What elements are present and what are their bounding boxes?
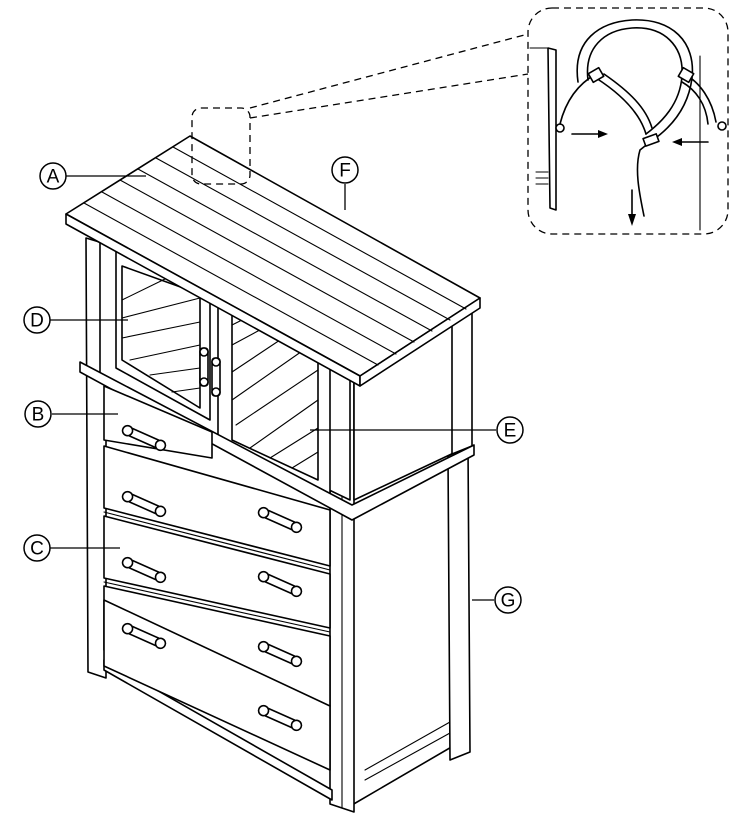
drawer-pull: [121, 490, 167, 518]
detail-leader-upper: [249, 33, 529, 109]
arrow-left-icon: [672, 138, 709, 146]
drawer-pull: [257, 570, 303, 598]
callout-b: B: [24, 400, 52, 428]
rear-leg: [447, 445, 471, 761]
left-door-window: [121, 265, 201, 409]
callout-g-text: G: [501, 591, 516, 612]
callout-d-text: D: [30, 311, 44, 332]
hutch: [79, 239, 475, 521]
callout-c: C: [23, 534, 51, 562]
drawer-pull: [257, 640, 303, 668]
callout-g: G: [494, 586, 522, 614]
detail-leader-lower: [249, 73, 529, 119]
detail-focus-box: [191, 107, 251, 185]
drawer-2: [103, 445, 331, 567]
drawer-1: [103, 385, 213, 459]
inset-left-wall: [547, 47, 557, 211]
drawer-pull: [121, 622, 167, 650]
drawer-pulls: [121, 424, 303, 732]
callout-f: F: [331, 156, 359, 184]
callout-a: A: [39, 162, 67, 190]
left-door-slats: [121, 278, 201, 393]
callout-c-text: C: [30, 539, 44, 560]
door-handle-left: [199, 347, 209, 387]
callout-f-text: F: [339, 161, 351, 182]
door-handle-right: [211, 357, 221, 397]
drawer-pull: [257, 704, 303, 732]
drawer-pull: [257, 506, 303, 534]
callout-d: D: [23, 306, 51, 334]
arrow-down-icon: [628, 189, 636, 226]
top-panel: [65, 107, 481, 387]
detail-frame: [527, 7, 729, 235]
detail-inset: [249, 7, 729, 235]
drawers: [103, 385, 331, 771]
leader-lines: [50, 175, 496, 601]
callout-e: E: [496, 416, 524, 444]
drawer-pull: [121, 424, 167, 452]
drawer-3: [103, 515, 331, 629]
callout-a-text: A: [47, 167, 60, 188]
top-planks: [83, 146, 467, 366]
arrow-right-icon: [571, 130, 608, 138]
hutch-base-molding: [79, 361, 475, 521]
drawer-pull: [121, 556, 167, 584]
callout-e-text: E: [504, 421, 517, 442]
callout-b-text: B: [32, 405, 45, 426]
